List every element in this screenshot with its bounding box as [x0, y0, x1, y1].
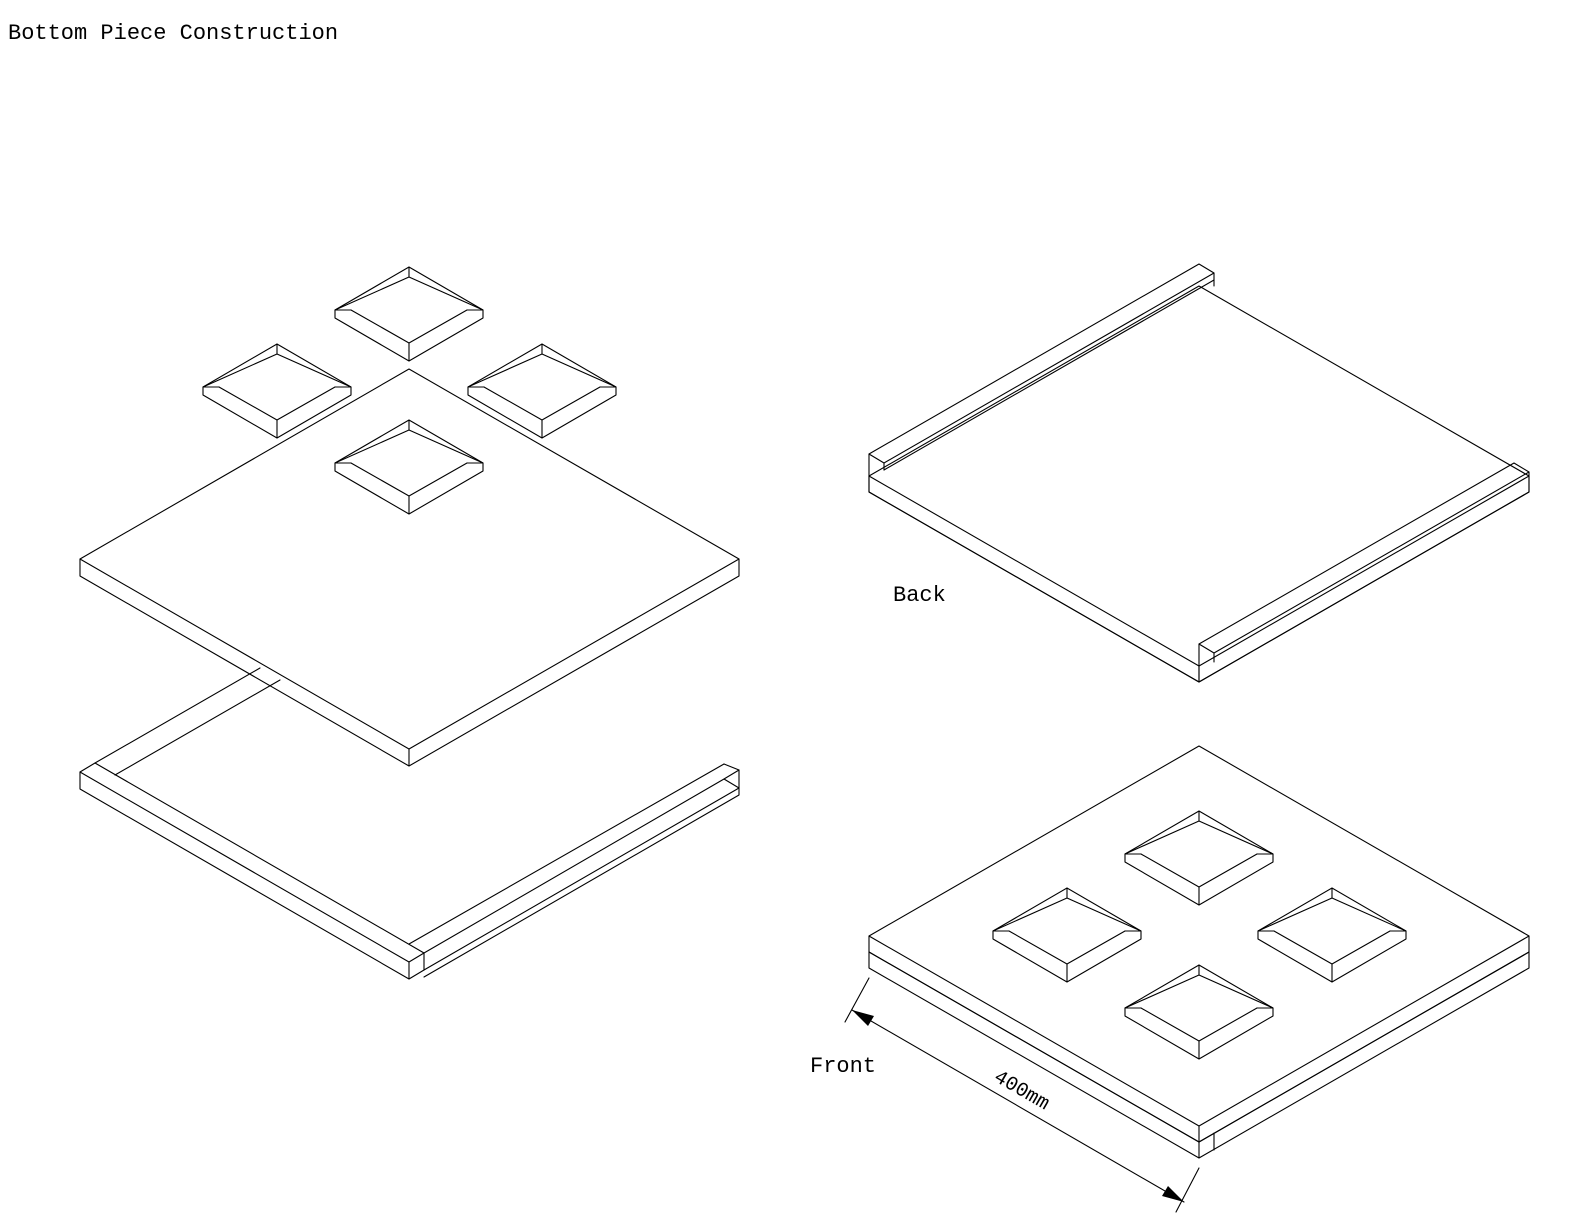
exploded-board-sides [79, 558, 740, 767]
frame-rail-right-cap [723, 763, 740, 771]
back-board-top [868, 285, 1530, 667]
foot-block-on-board-rim-back [334, 429, 484, 464]
back-view [868, 263, 1530, 683]
front-foot-block-left-rim [992, 887, 1142, 932]
foot-block-top-rim-back [334, 276, 484, 311]
front-board-top [868, 745, 1530, 1127]
foot-block-left-rim [202, 343, 352, 388]
exploded-frame [79, 667, 740, 980]
frame-rail-back-edge-inner [114, 679, 281, 776]
frame-rail-front-left-end [408, 952, 425, 963]
back-rail-left-inner-edge [883, 279, 1215, 471]
front-foot-block-front-rim-back [1124, 974, 1274, 1009]
back-label: Back [893, 583, 946, 608]
exploded-board [79, 368, 740, 767]
front-view [868, 745, 1530, 1159]
frame-rail-right [423, 778, 740, 978]
dimension-arrow-right [1162, 1186, 1184, 1202]
front-foot-block-back-rim-back [1124, 820, 1274, 855]
dimension-extension-left [844, 977, 870, 1023]
back-rail-left-top [868, 263, 1215, 464]
front-foot-block-left-rim-back [992, 897, 1142, 932]
foot-block-right-rim-back [467, 353, 617, 388]
dimension-arrow-left [852, 1010, 874, 1026]
foot-block-left-top-front [218, 386, 336, 421]
front-foot-block-back-top-front [1140, 853, 1258, 888]
frame-rail-front-left-top-edge [79, 771, 410, 963]
dimension-label: 400mm [990, 1066, 1053, 1116]
front-foot-block-back-rim [1124, 810, 1274, 855]
foot-block-on-board-top-front [350, 462, 468, 497]
foot-block-right-top-front [483, 386, 601, 421]
frame-rail-right-top-edge [423, 787, 740, 971]
dimension-extension-right [1175, 1167, 1200, 1213]
frame-rail-right-end-top [723, 769, 740, 780]
front-foot-block-right-rim [1257, 887, 1407, 932]
back-rail-right-top [1198, 462, 1530, 654]
dimension-main-line [851, 1009, 1185, 1203]
foot-block-on-board-rim [334, 419, 484, 464]
front-foot-block-left-top-front [1008, 930, 1126, 965]
foot-block-top-rim [334, 266, 484, 311]
front-foot-block-right-top-front [1273, 930, 1391, 965]
dimension-line [844, 977, 1200, 1213]
front-foot-block-right-rim-back [1257, 897, 1407, 932]
foot-block-left-rim-back [202, 353, 352, 388]
drawing-title: Bottom Piece Construction [8, 21, 338, 46]
front-foot-block-front-top-front [1140, 1007, 1258, 1042]
frame-rail-back-edge [94, 667, 261, 764]
foot-block-top-top-front [350, 309, 468, 344]
exploded-blocks [202, 266, 617, 515]
front-label: Front [810, 1054, 876, 1079]
foot-block-right-rim [467, 343, 617, 388]
front-foot-block-front-rim [1124, 964, 1274, 1009]
frame-rail-right-back [408, 763, 725, 945]
